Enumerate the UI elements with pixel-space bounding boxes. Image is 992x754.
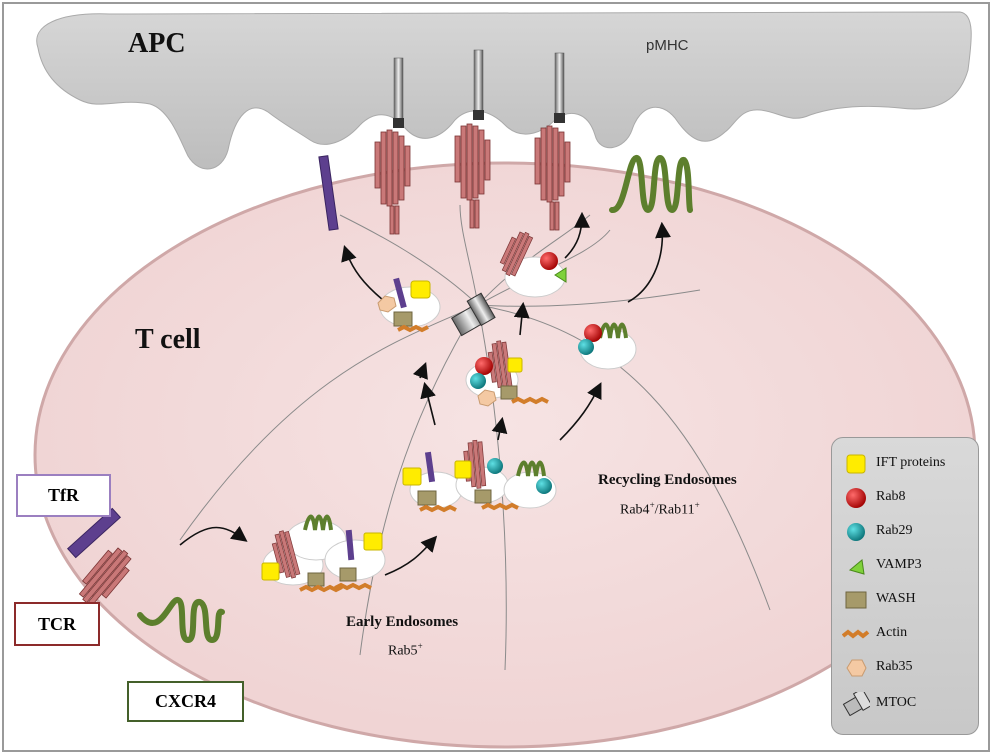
pmhc-stalks — [393, 49, 565, 128]
trafficking-arrows — [179, 211, 672, 576]
endosome-early-cluster — [261, 514, 386, 593]
mtoc — [450, 292, 496, 337]
legend-label: MTOC — [876, 695, 917, 710]
legend-item-rab35: Rab35 — [832, 656, 978, 680]
cxcr4-label-box: CXCR4 — [127, 681, 244, 722]
rab35-icon — [846, 659, 867, 677]
legend-label: Actin — [876, 625, 908, 640]
wash-icon — [845, 591, 867, 609]
legend-item-ift: IFT proteins — [832, 452, 978, 476]
mtoc-icon — [842, 692, 870, 716]
early-endosomes-label: Early Endosomes — [346, 614, 459, 630]
tfr-membrane — [318, 155, 339, 231]
vamp3-icon — [848, 559, 865, 575]
legend-label: Rab8 — [876, 489, 906, 504]
legend-label: VAMP3 — [876, 557, 922, 572]
legend-item-rab29: Rab29 — [832, 520, 978, 544]
recycling-endosomes-label: Recycling Endosomes — [598, 472, 737, 488]
rab29-icon — [847, 523, 865, 541]
legend-item-mtoc: MTOC — [832, 692, 978, 716]
cxcr4-label: CXCR4 — [155, 691, 216, 711]
tcr-receptor — [78, 547, 132, 606]
ift-protein-icon — [846, 454, 866, 474]
tfr-label: TfR — [48, 485, 79, 505]
recycling-endosomes-markers: Rab4+/Rab11+ — [620, 500, 700, 518]
early-endosomes-marker: Rab5+ — [388, 641, 423, 659]
legend-label: Rab29 — [876, 523, 913, 538]
legend-label: Rab35 — [876, 659, 913, 674]
tfr-receptor — [66, 507, 122, 559]
tcr-label: TCR — [37, 613, 76, 634]
rab8-icon — [846, 488, 866, 508]
endosome-cxcr4-recycling — [578, 322, 637, 370]
pmhc-label: pMHC — [646, 37, 689, 54]
tfr-label-box: TfR — [16, 474, 111, 517]
tcr-label-box: TCR — [14, 602, 100, 646]
legend-label: WASH — [876, 591, 916, 606]
legend-label: IFT proteins — [876, 455, 946, 470]
endosome-recycling-trio — [402, 439, 557, 513]
endosome-rab29-cluster — [465, 340, 549, 407]
endosome-vamp3 — [499, 231, 567, 298]
tcr-membrane — [374, 123, 571, 235]
cxcr4-membrane — [609, 154, 693, 214]
legend-item-rab8: Rab8 — [832, 486, 978, 510]
apc-shape — [36, 11, 972, 170]
endosome-tfr-recycling — [377, 277, 441, 333]
legend-item-vamp3: VAMP3 — [832, 554, 978, 578]
legend-item-actin: Actin — [832, 622, 978, 646]
tcell-label: T cell — [135, 324, 201, 355]
legend: IFT proteins Rab8 Rab29 VAMP3 WASH Actin… — [831, 437, 979, 735]
apc-label: APC — [128, 28, 186, 59]
actin-icon — [842, 629, 870, 639]
legend-item-wash: WASH — [832, 588, 978, 612]
cxcr4-receptor — [137, 597, 225, 644]
